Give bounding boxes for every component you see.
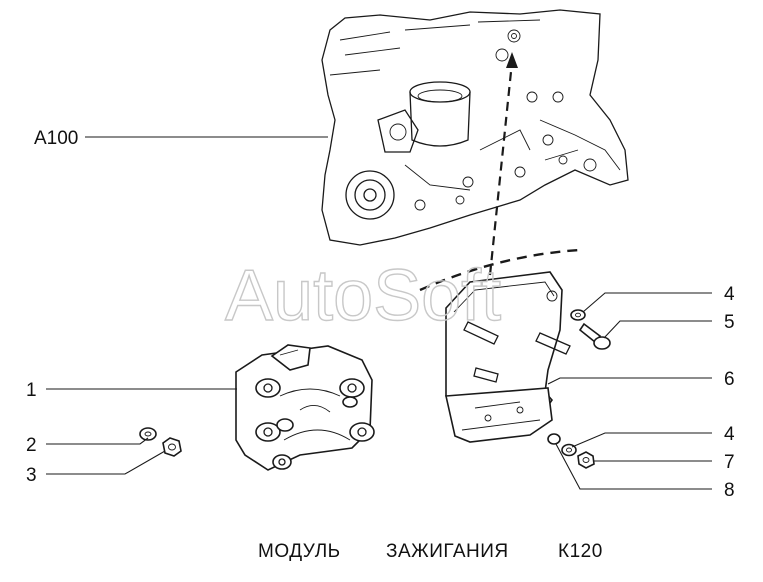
- installation-arrow: [419, 52, 581, 292]
- callout-6: 6: [724, 369, 735, 390]
- callout-8: 8: [724, 480, 735, 501]
- watermark-text: AutoSoft: [225, 256, 501, 336]
- callout-5: 5: [724, 312, 735, 333]
- engine-block-drawing: [321, 9, 629, 246]
- callout-7: 7: [724, 452, 735, 473]
- callout-4-top: 4: [724, 284, 735, 305]
- caption-title: МОДУЛЬ: [258, 541, 341, 562]
- callout-1: 1: [26, 380, 37, 401]
- bracket-drawing: [445, 271, 571, 443]
- small-nut-drawing: [162, 437, 182, 457]
- caption-code: К120: [558, 541, 603, 562]
- caption-subtitle: ЗАЖИГАНИЯ: [386, 541, 509, 562]
- callout-a100: А100: [34, 128, 78, 149]
- small-washer-drawing: [139, 427, 157, 441]
- callout-3: 3: [26, 465, 37, 486]
- bolt-drawing: [578, 322, 611, 350]
- callout-4-bottom: 4: [724, 424, 735, 445]
- callout-2: 2: [26, 435, 37, 456]
- ignition-module-drawing: [235, 344, 375, 471]
- leader-lines: [46, 136, 712, 490]
- lower-fasteners-drawing: [547, 433, 595, 469]
- washer-drawing: [570, 309, 586, 321]
